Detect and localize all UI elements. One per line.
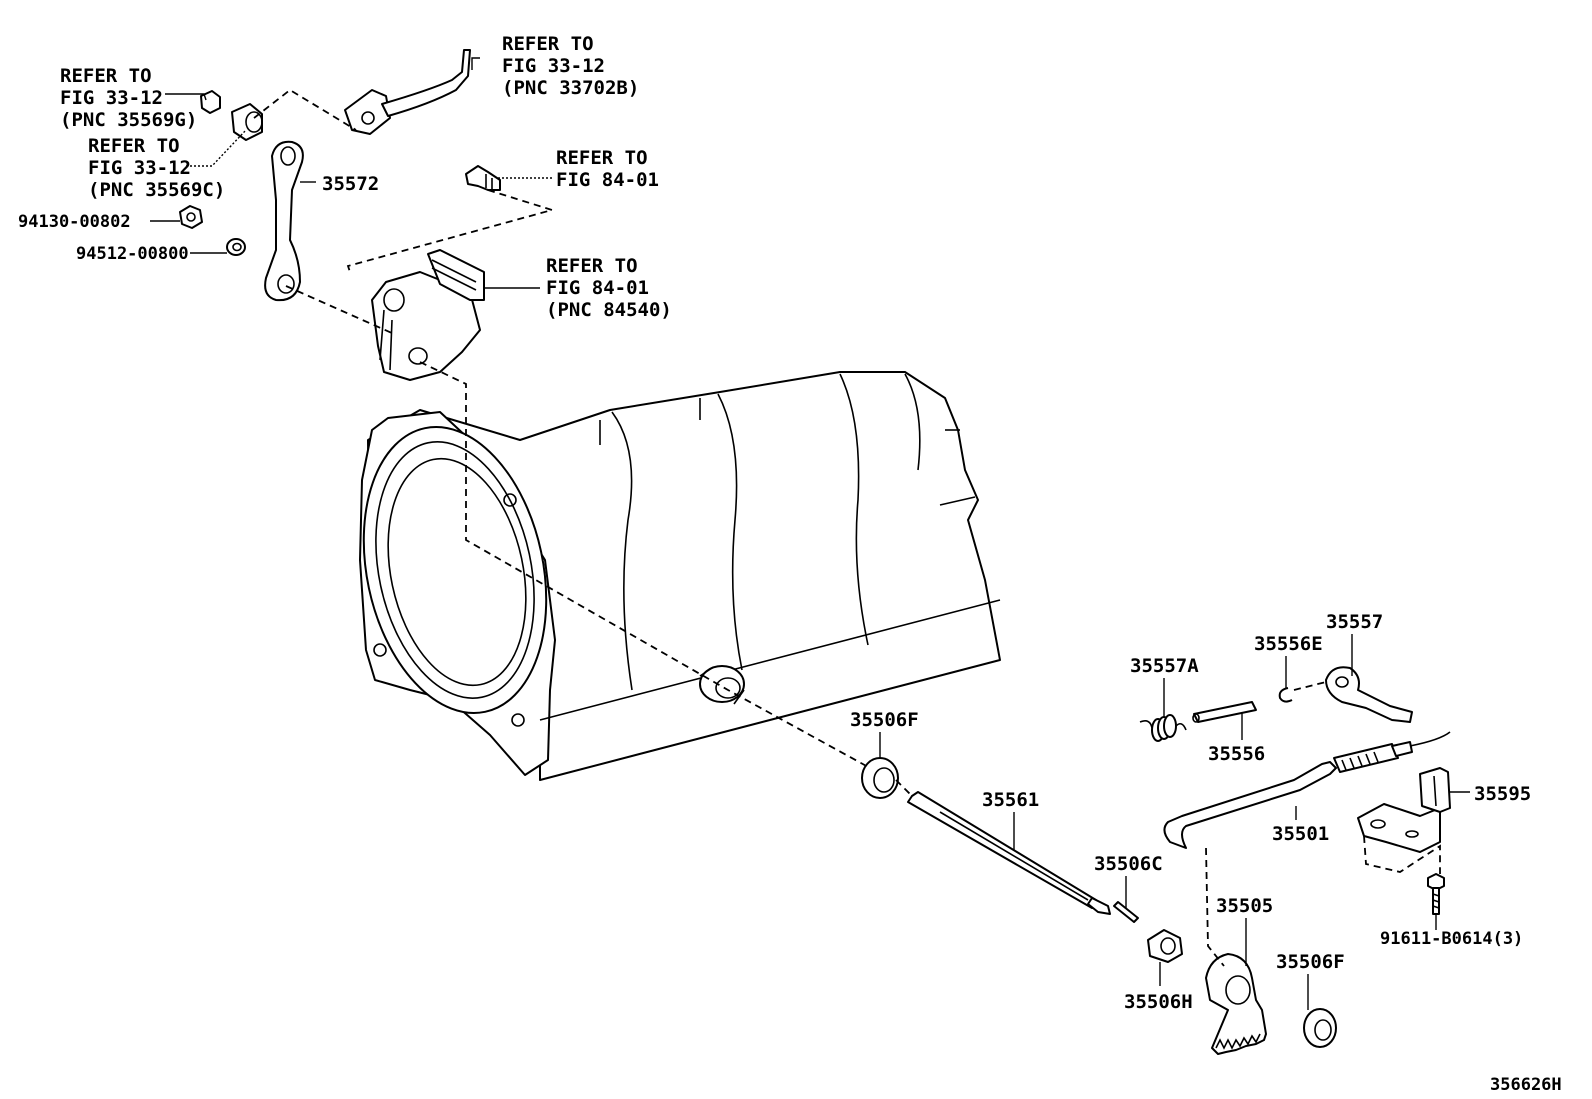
shaft-35561: [907, 791, 1111, 915]
collar-35506h: [1147, 929, 1183, 963]
part-label-35505: 35505: [1216, 895, 1273, 917]
callout-line: REFER TO: [60, 65, 152, 87]
callout-line: FIG 33-12: [88, 157, 191, 179]
bushing-35569c: [231, 103, 263, 141]
callout-ref-fig-84-01: REFER TO FIG 84-01: [556, 147, 659, 191]
callout-line: REFER TO: [546, 255, 638, 277]
callout-line: REFER TO: [556, 147, 648, 169]
callout-ref-33702b: REFER TO FIG 33-12 (PNC 33702B): [502, 33, 639, 99]
callout-line: (PNC 35569C): [88, 179, 225, 201]
lever-35557: [1325, 666, 1413, 723]
lever-35505: [1205, 953, 1267, 1055]
part-label-35501: 35501: [1272, 823, 1329, 845]
part-label-91611-b0614: 91611-B0614(3): [1380, 929, 1523, 949]
pin-35506c: [1113, 901, 1139, 923]
part-label-94130-00802: 94130-00802: [18, 212, 131, 232]
spring-35557a: [1139, 714, 1187, 742]
transmission-case: [359, 371, 1001, 781]
bushing-35569g: [200, 90, 221, 114]
bolt-fig-84-01: [465, 165, 501, 191]
part-label-35506f-bottom: 35506F: [1276, 951, 1345, 973]
callout-line: (PNC 35569G): [60, 109, 197, 131]
callout-line: (PNC 84540): [546, 299, 672, 321]
callout-ref-84540: REFER TO FIG 84-01 (PNC 84540): [546, 255, 672, 321]
neutral-start-switch-84540: [371, 249, 485, 381]
control-cable-35501: [1163, 731, 1451, 849]
callout-ref-35569c: REFER TO FIG 33-12 (PNC 35569C): [88, 135, 225, 201]
diagram-id: 356626H: [1490, 1075, 1562, 1095]
bracket-35595: [1357, 767, 1451, 853]
callout-line: FIG 33-12: [502, 55, 605, 77]
part-label-94512-00800: 94512-00800: [76, 244, 189, 264]
callout-ref-35569g: REFER TO FIG 33-12 (PNC 35569G): [60, 65, 197, 131]
assembly-paths: [253, 88, 1441, 967]
callout-line: FIG 84-01: [556, 169, 659, 191]
part-label-35556e: 35556E: [1254, 633, 1323, 655]
part-label-35506h: 35506H: [1124, 991, 1193, 1013]
part-label-35556: 35556: [1208, 743, 1265, 765]
oil-seal-35506f-top: [861, 757, 899, 799]
callout-line: REFER TO: [502, 33, 594, 55]
part-label-35506c: 35506C: [1094, 853, 1163, 875]
callout-line: REFER TO: [88, 135, 180, 157]
callout-leaders: [150, 57, 1470, 1010]
nut-94130-00802: [179, 205, 203, 229]
part-label-35557: 35557: [1326, 611, 1383, 633]
control-rod-35572: [264, 140, 304, 302]
part-label-35506f-top: 35506F: [850, 709, 919, 731]
part-label-35595: 35595: [1474, 783, 1531, 805]
washer-94512-00800: [226, 238, 246, 256]
oil-seal-35506f-bottom: [1303, 1008, 1337, 1048]
part-label-35572: 35572: [322, 173, 379, 195]
bolt-91611-b0614: [1427, 873, 1445, 915]
part-label-35561: 35561: [982, 789, 1039, 811]
callout-line: FIG 33-12: [60, 87, 163, 109]
clip-35556e: [1278, 687, 1293, 703]
cable-end-33702b: [344, 49, 471, 135]
pin-35556: [1192, 701, 1257, 723]
callout-line: FIG 84-01: [546, 277, 649, 299]
callout-line: (PNC 33702B): [502, 77, 639, 99]
part-label-35557a: 35557A: [1130, 655, 1199, 677]
